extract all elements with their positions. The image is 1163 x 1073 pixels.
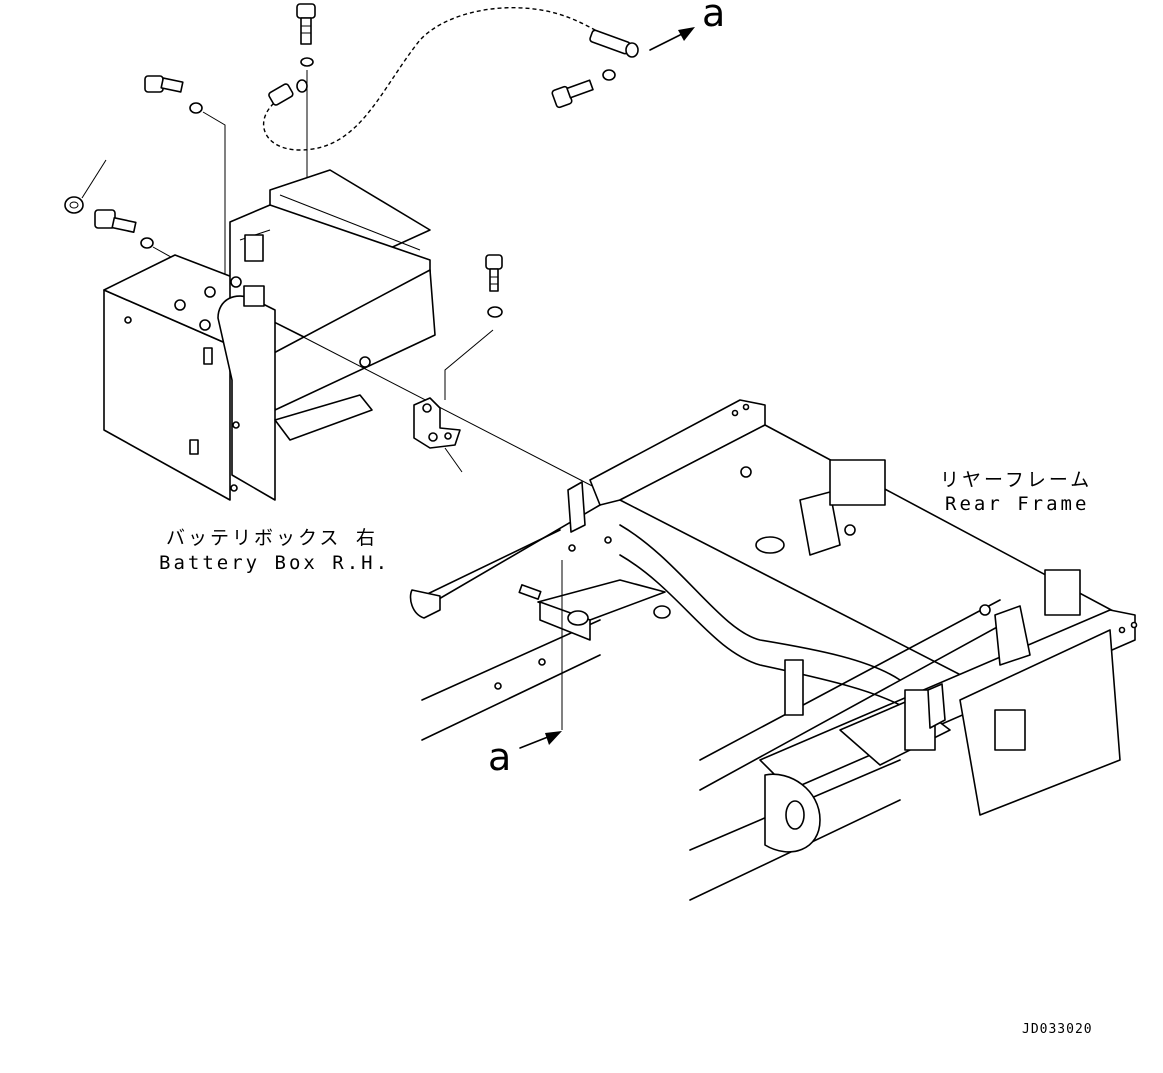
bolt-bracket bbox=[485, 254, 503, 318]
bolt-right-cable bbox=[551, 69, 616, 109]
battery-box bbox=[103, 169, 436, 501]
bolt-top bbox=[296, 3, 316, 67]
cable-harness bbox=[263, 7, 621, 151]
bracket bbox=[413, 397, 463, 473]
connector-label-bottom: a bbox=[488, 735, 512, 779]
arrow-a-bottom bbox=[519, 731, 562, 749]
bolt-left-lower bbox=[94, 209, 154, 249]
rear-frame-label-en: Rear Frame bbox=[945, 493, 1090, 515]
battery-box-label-jp: バッテリボックス 右 bbox=[166, 527, 378, 549]
cable-end-right bbox=[589, 29, 639, 58]
connector-label-top: a bbox=[702, 0, 726, 35]
battery-box-label-en: Battery Box R.H. bbox=[159, 552, 391, 574]
lock-washer bbox=[64, 159, 107, 214]
rear-frame-label-jp: リヤーフレーム bbox=[940, 469, 1093, 491]
arrow-a-top bbox=[649, 27, 695, 51]
rear-frame bbox=[409, 399, 1138, 901]
cable-end-left bbox=[268, 79, 308, 106]
bolt-left-upper bbox=[144, 75, 203, 114]
drawing-code: JD033020 bbox=[1022, 1022, 1093, 1037]
